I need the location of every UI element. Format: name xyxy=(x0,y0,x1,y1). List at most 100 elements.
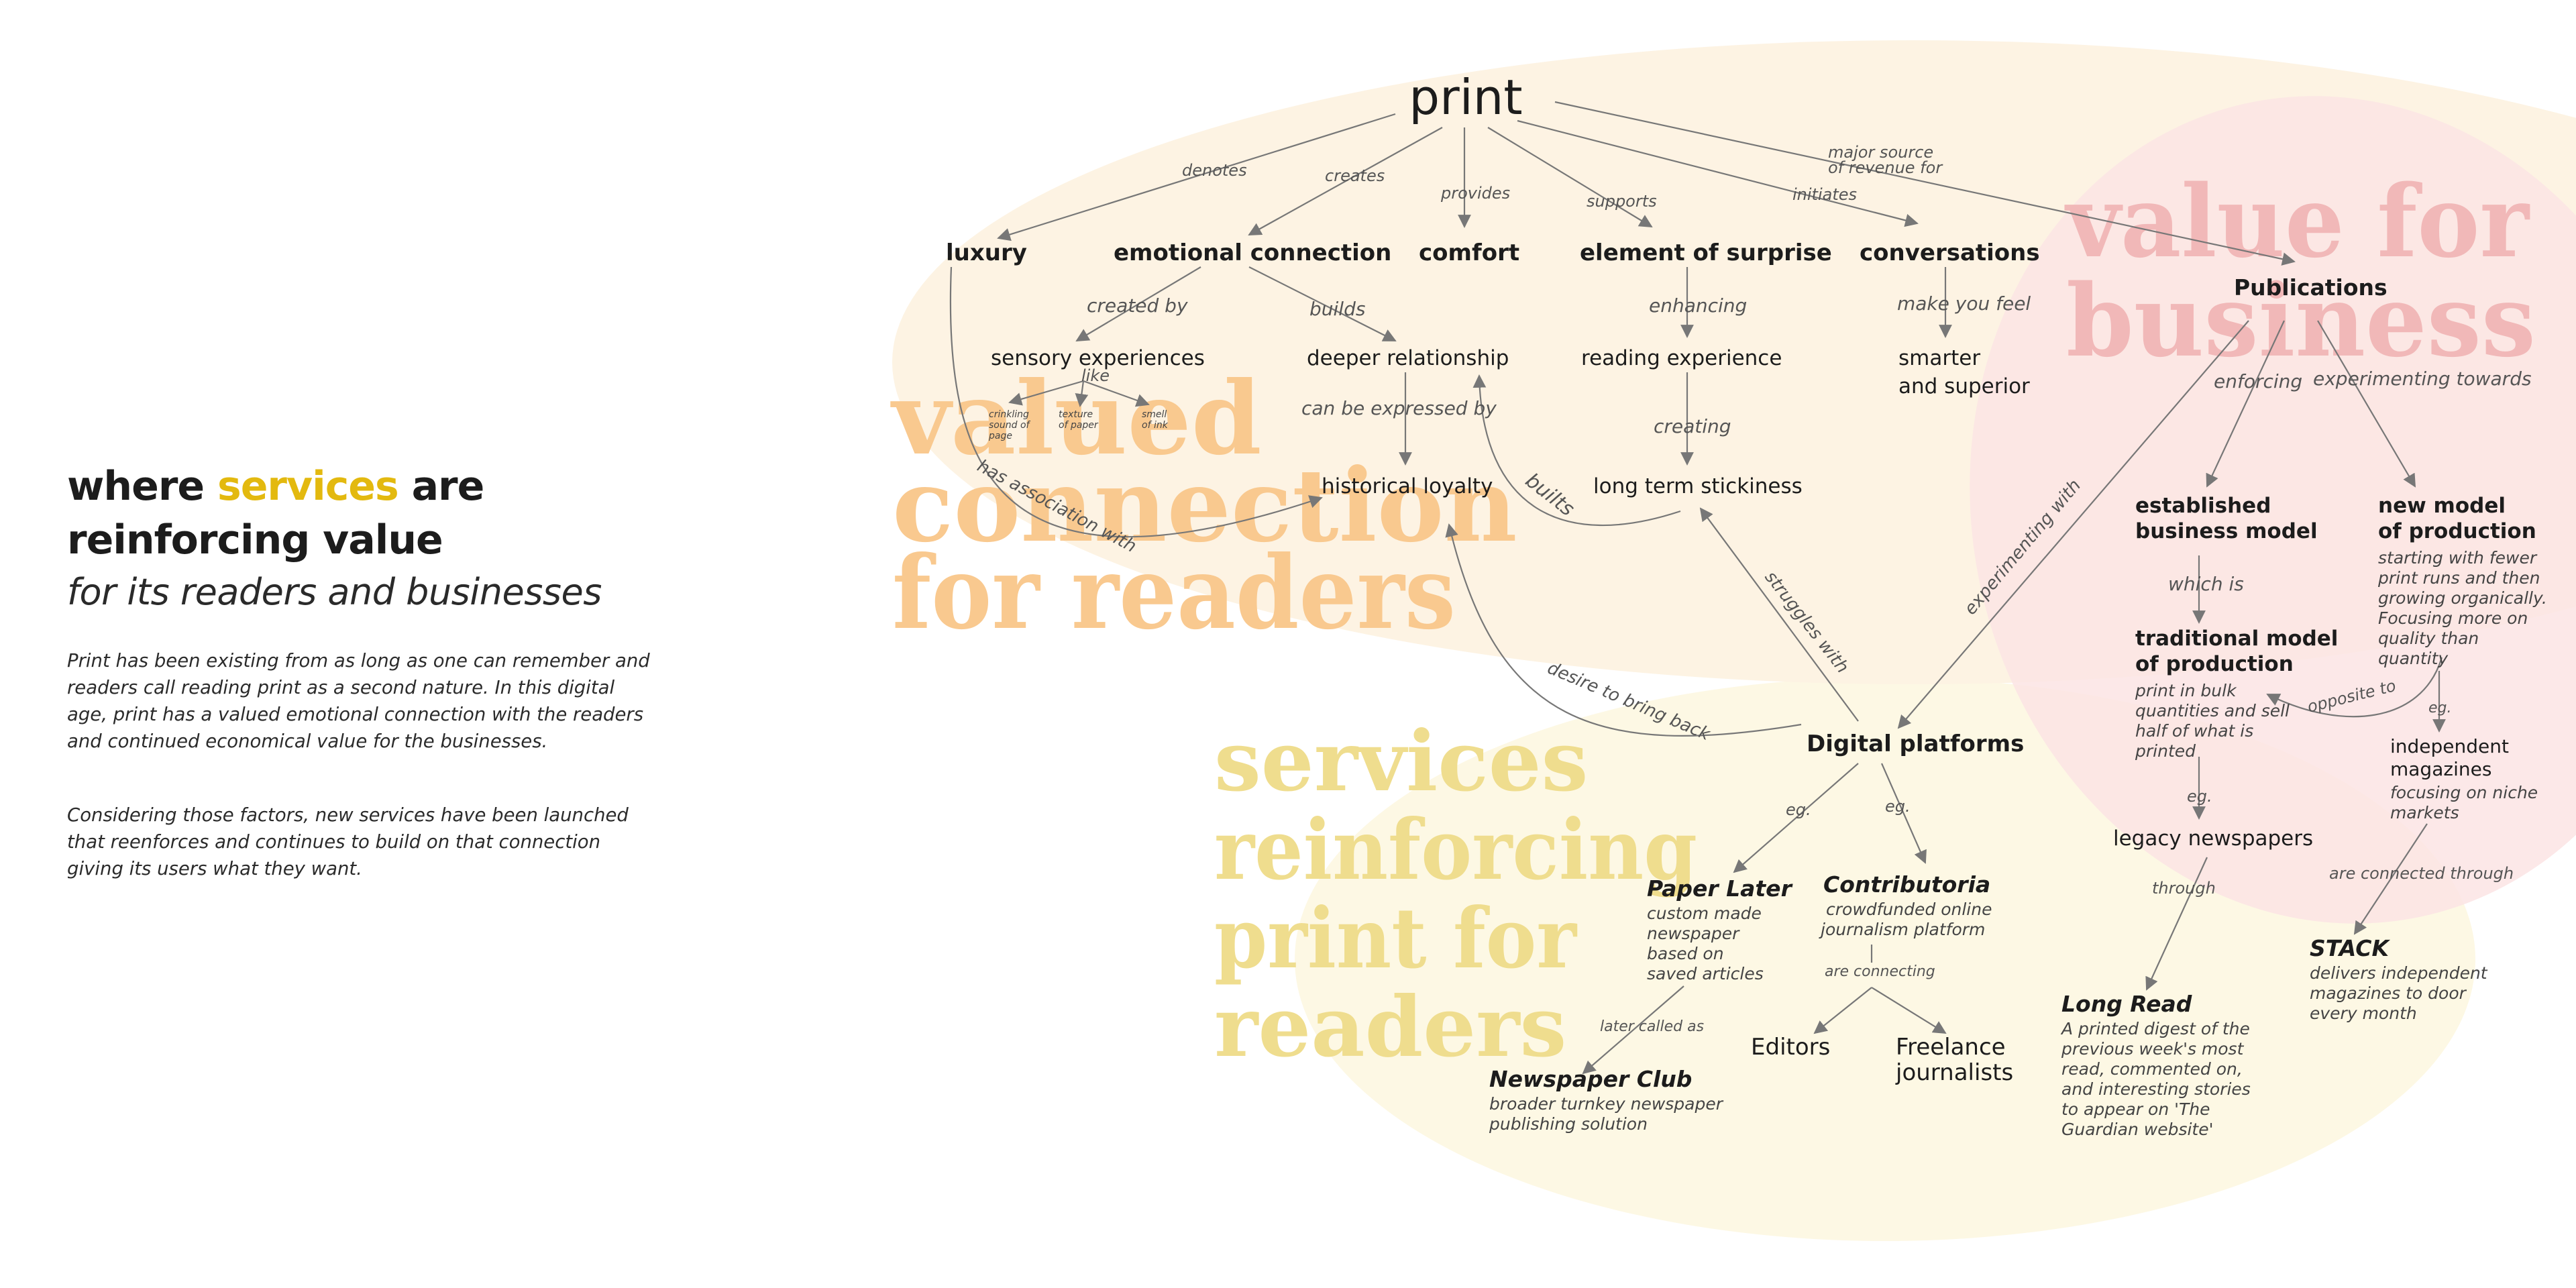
node-editors: Editors xyxy=(1751,1034,1830,1061)
node-independent-magazines: independent xyxy=(2390,735,2509,757)
label-initiates: initiates xyxy=(1792,185,1857,204)
desc-line: saved articles xyxy=(1647,964,1764,983)
edge-luxury-historical xyxy=(949,266,1323,538)
node-publications: Publications xyxy=(2234,274,2387,301)
edge-print-surprise xyxy=(1487,127,1653,228)
readers-heading: valued connection for readers xyxy=(890,360,1517,652)
label-experimenting-towards: experimenting towards xyxy=(2313,368,2532,390)
node-crinkling: sound of xyxy=(989,420,1031,431)
node-conversations: conversations xyxy=(1860,239,2040,266)
desc-line: journalism platform xyxy=(1819,920,1985,939)
title-word: where xyxy=(67,463,205,510)
desc-line: markets xyxy=(2390,803,2459,822)
desc-line: print in bulk xyxy=(2135,681,2237,700)
node-element-of-surprise: element of surprise xyxy=(1580,239,1832,266)
edge-sensory-texture xyxy=(1075,380,1089,407)
edge-emotional-deeper xyxy=(1248,266,1397,341)
intro-title: where services are reinforcing value xyxy=(67,460,657,567)
label-which-is: which is xyxy=(2168,573,2244,595)
node-traditional-model: traditional model xyxy=(2135,627,2338,651)
edge-publications-established xyxy=(2206,320,2285,488)
readers-heading-line: valued xyxy=(890,360,1262,478)
node-newspaper-club: Newspaper Club xyxy=(1489,1066,1692,1092)
desc-line: custom made xyxy=(1647,904,1762,923)
desc-line: starting with fewer xyxy=(2378,548,2538,568)
node-digital-platforms: Digital platforms xyxy=(1807,731,2024,757)
services-heading-line: readers xyxy=(1214,979,1566,1076)
paperlater-description: custom made newspaper based on saved art… xyxy=(1647,904,1764,983)
desc-line: broader turnkey newspaper xyxy=(1489,1094,1724,1114)
edge-publications-newmodel xyxy=(2317,320,2416,488)
edge-print-publications xyxy=(1554,101,2296,266)
desc-line: printed xyxy=(2135,741,2196,761)
desc-line: A printed digest of the xyxy=(2060,1019,2250,1038)
node-paper-later: Paper Later xyxy=(1647,875,1793,902)
node-historical-loyalty: historical loyalty xyxy=(1322,474,1493,498)
desc-line: growing organically. xyxy=(2378,588,2547,608)
label-major-source: major source xyxy=(1828,143,1933,162)
edge-contributoria-freelance xyxy=(1871,987,1947,1034)
node-new-model-of-production: of production xyxy=(2378,519,2536,543)
edge-publications-digital xyxy=(1897,320,2249,729)
readers-heading-line: connection xyxy=(892,447,1517,565)
node-smarter: and superior xyxy=(1898,374,2030,398)
node-long-read: Long Read xyxy=(2061,991,2192,1017)
node-freelance-journalists: Freelance xyxy=(1896,1034,2006,1061)
node-smell: smell xyxy=(1142,409,1167,420)
label-supports: supports xyxy=(1587,192,1657,211)
edges xyxy=(949,101,2446,1075)
node-print: print xyxy=(1409,69,1522,125)
node-traditional-model: of production xyxy=(2135,652,2294,676)
label-creating: creating xyxy=(1654,415,1731,437)
desc-line: publishing solution xyxy=(1489,1114,1648,1134)
desc-line: every month xyxy=(2310,1004,2417,1023)
edge-independent-stack xyxy=(2353,823,2428,935)
node-new-model-of-production: new model xyxy=(2378,494,2506,518)
desc-line: quantities and sell xyxy=(2135,701,2290,720)
label-eg: eg. xyxy=(1786,800,1811,819)
desc-line: quantity xyxy=(2378,649,2449,668)
label-provides: provides xyxy=(1440,184,1510,203)
edge-sensory-smell xyxy=(1083,380,1150,407)
longread-description: A printed digest of the previous week's … xyxy=(2060,1019,2251,1139)
edge-emotional-sensory xyxy=(1075,266,1201,342)
title-word: are xyxy=(411,463,485,510)
sensory-examples: crinkling sound of page texture of paper… xyxy=(988,409,1169,441)
nodes: print luxury emotional connection comfor… xyxy=(946,69,2547,1139)
services-heading-line: services xyxy=(1214,713,1588,810)
node-comfort: comfort xyxy=(1419,239,1519,266)
node-texture: of paper xyxy=(1059,420,1099,431)
desc-line: print runs and then xyxy=(2377,568,2540,588)
edge-legacy-longread xyxy=(2145,857,2208,991)
edge-digital-historical xyxy=(1445,523,1802,737)
node-independent-magazines: magazines xyxy=(2390,758,2491,780)
node-contributoria: Contributoria xyxy=(1823,871,1990,898)
services-heading-line: reinforcing xyxy=(1214,802,1697,899)
node-legacy-newspapers: legacy newspapers xyxy=(2113,826,2313,851)
services-heading-line: print for xyxy=(1214,890,1578,987)
node-established-business-model: business model xyxy=(2135,519,2318,543)
desc-line: to appear on 'The xyxy=(2061,1099,2210,1119)
desc-line: focusing on niche xyxy=(2390,783,2538,802)
node-sensory-experiences: sensory experiences xyxy=(991,346,1205,370)
edge-paperlater-newspaperclub xyxy=(1582,985,1684,1075)
node-stack: STACK xyxy=(2310,935,2390,961)
label-eg: eg. xyxy=(1885,797,1911,816)
edge-digital-stickiness xyxy=(1699,507,1859,722)
business-heading: value for business xyxy=(2064,163,2536,379)
label-creates: creates xyxy=(1325,166,1385,185)
desc-line: previous week's most xyxy=(2061,1039,2245,1059)
intro-paragraph-2: Considering those factors, new services … xyxy=(67,804,629,879)
label-later-called-as: later called as xyxy=(1600,1018,1704,1035)
edge-sensory-crinkling xyxy=(1008,380,1084,406)
node-freelance-journalists: journalists xyxy=(1895,1059,2013,1086)
business-region xyxy=(1970,96,2576,924)
intro-paragraph-1: Print has been existing from as long as … xyxy=(67,650,650,752)
node-luxury: luxury xyxy=(946,239,1027,266)
edge-print-conversations xyxy=(1517,119,1919,227)
traditional-description: print in bulk quantities and sell half o… xyxy=(2135,681,2290,761)
edge-digital-paperlater xyxy=(1733,763,1859,873)
edge-print-luxury xyxy=(997,113,1396,241)
desc-line: Guardian website' xyxy=(2061,1120,2213,1139)
